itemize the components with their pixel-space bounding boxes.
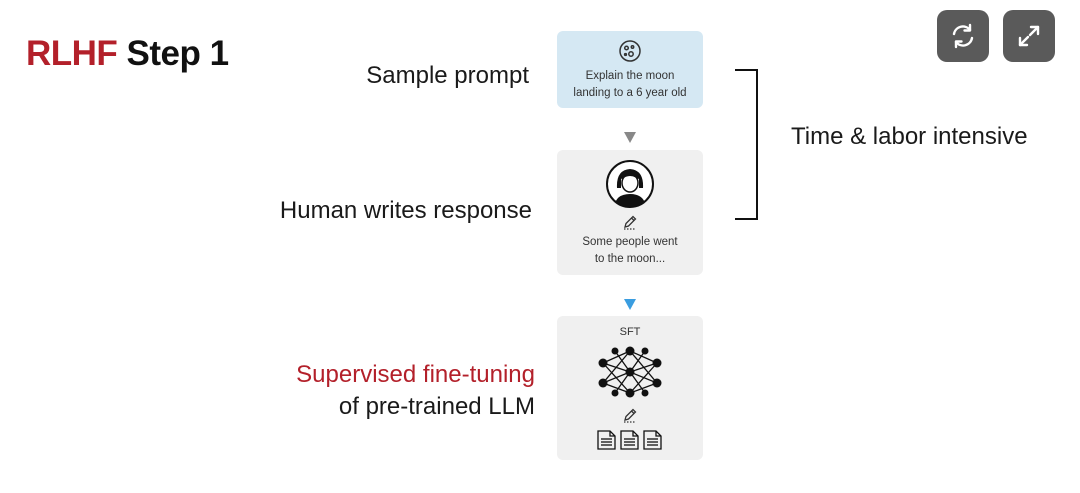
time-labor-note: Time & labor intensive	[791, 123, 1028, 150]
sft-label-line1: Supervised fine-tuning	[296, 361, 535, 388]
prompt-text-2: landing to a 6 year old	[573, 86, 687, 99]
sft-title: SFT	[619, 326, 641, 338]
expand-icon	[1018, 25, 1040, 47]
refresh-icon	[952, 23, 974, 49]
pencil-icon	[624, 408, 637, 423]
response-text-2: to the moon...	[594, 252, 666, 265]
person-avatar-icon	[606, 159, 654, 208]
title-suffix: Step 1	[126, 34, 230, 73]
refresh-button[interactable]	[937, 10, 989, 62]
expand-button[interactable]	[1003, 10, 1055, 62]
prompt-text-1: Explain the moon	[585, 69, 675, 82]
bracket	[735, 69, 758, 220]
sft-card: SFT	[557, 316, 703, 460]
title-prefix: RLHF	[26, 34, 118, 73]
page-title: RLHF Step 1	[26, 34, 229, 74]
sample-prompt-label: Sample prompt	[366, 62, 529, 89]
arrow-down-gray	[624, 132, 636, 143]
human-response-label: Human writes response	[279, 197, 532, 224]
arrow-down-blue	[624, 299, 636, 310]
documents-icon	[597, 430, 662, 450]
human-response-card: Some people went to the moon...	[557, 150, 703, 275]
response-text-1: Some people went	[582, 235, 678, 248]
pencil-icon	[624, 215, 637, 230]
moon-icon	[619, 39, 641, 62]
prompt-card: Explain the moon landing to a 6 year old	[557, 31, 703, 108]
sft-label-line2: of pre-trained LLM	[338, 393, 535, 420]
neural-network-icon	[598, 346, 662, 398]
